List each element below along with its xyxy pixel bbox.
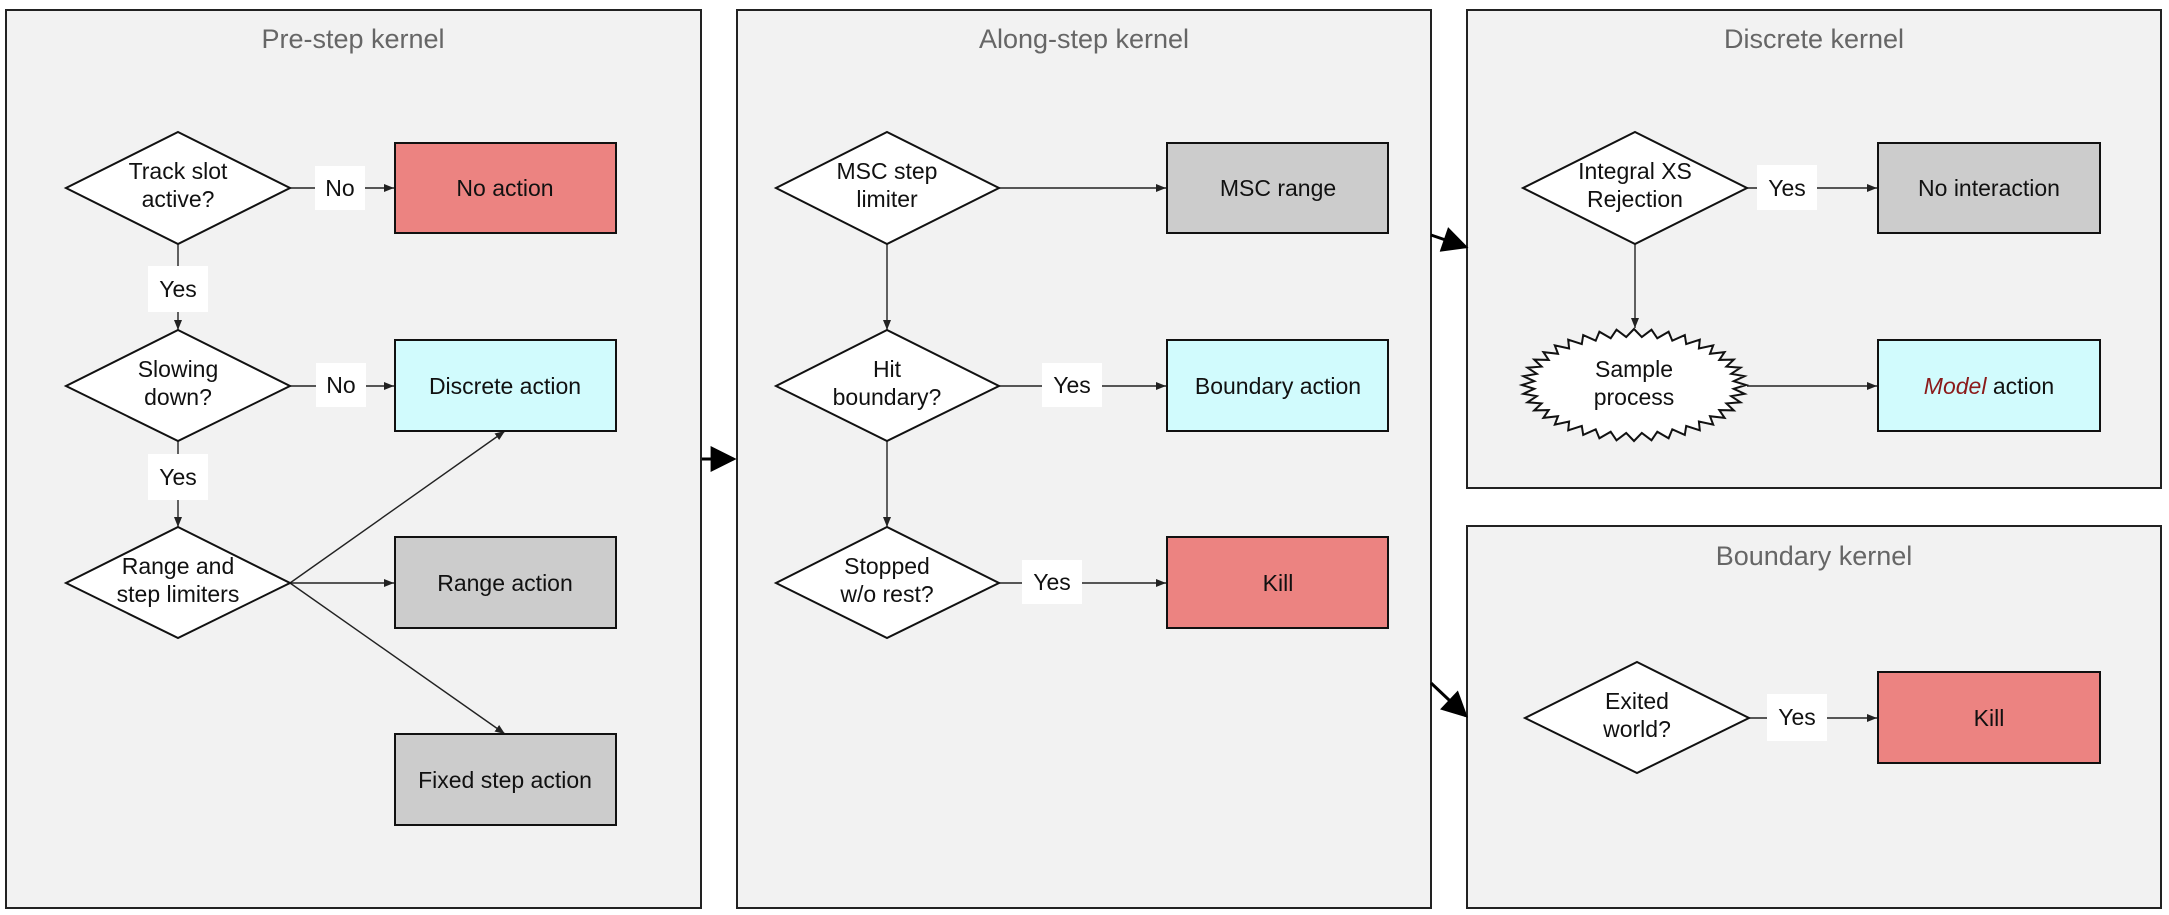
node-discrete-action: Discrete action [394, 339, 617, 432]
node-fixed-step-action: Fixed step action [394, 733, 617, 826]
svg-text:Yes: Yes [159, 464, 197, 490]
edge-label-track-yes: Yes [148, 266, 208, 312]
svg-text:No action: No action [456, 175, 553, 201]
edge-label-xs-yes: Yes [1757, 165, 1817, 210]
edge-label-stopped-yes: Yes [1022, 560, 1082, 604]
panel-title-pre-step: Pre-step kernel [261, 24, 444, 54]
svg-text:No: No [325, 175, 354, 201]
svg-text:Boundary action: Boundary action [1195, 373, 1361, 399]
panel-title-boundary: Boundary kernel [1716, 541, 1913, 571]
edge-range-to-fixed [289, 582, 506, 735]
svg-text:No interaction: No interaction [1918, 175, 2060, 201]
edge-label-track-no: No [315, 166, 365, 210]
svg-text:Fixed step action: Fixed step action [418, 767, 592, 793]
arrow-along-to-discrete [1430, 227, 1469, 252]
svg-text:Kill: Kill [1263, 570, 1294, 596]
svg-text:Range action: Range action [437, 570, 573, 596]
edge-range-to-discrete [289, 430, 506, 584]
node-no-interaction: No interaction [1877, 142, 2101, 234]
node-kill-boundary: Kill [1877, 671, 2101, 764]
edges-along-step [883, 184, 1166, 587]
svg-text:MSC range: MSC range [1220, 175, 1336, 201]
edge-label-exited-yes: Yes [1767, 694, 1827, 741]
svg-text:Yes: Yes [1053, 372, 1091, 398]
svg-text:Discrete action: Discrete action [429, 373, 581, 399]
svg-text:Yes: Yes [1768, 175, 1806, 201]
node-model-action: Model action [1877, 339, 2101, 432]
edge-label-slowing-yes: Yes [148, 454, 208, 500]
node-boundary-action: Boundary action [1166, 339, 1389, 432]
panel-title-along-step: Along-step kernel [979, 24, 1189, 54]
panel-title-discrete: Discrete kernel [1724, 24, 1904, 54]
node-msc-range: MSC range [1166, 142, 1389, 234]
edge-label-hit-yes: Yes [1042, 363, 1102, 407]
svg-text:No: No [326, 372, 355, 398]
svg-text:Yes: Yes [1033, 569, 1071, 595]
edge-label-slowing-no: No [316, 363, 366, 407]
node-no-action: No action [394, 142, 617, 234]
svg-text:Yes: Yes [1778, 704, 1816, 730]
svg-text:Kill: Kill [1974, 705, 2005, 731]
model-emphasis: Model [1924, 373, 1988, 399]
svg-text:Model action: Model action [1924, 373, 2054, 399]
node-range-action: Range action [394, 536, 617, 629]
arrow-along-to-boundary [1429, 681, 1468, 718]
node-kill-along: Kill [1166, 536, 1389, 629]
svg-text:Yes: Yes [159, 276, 197, 302]
